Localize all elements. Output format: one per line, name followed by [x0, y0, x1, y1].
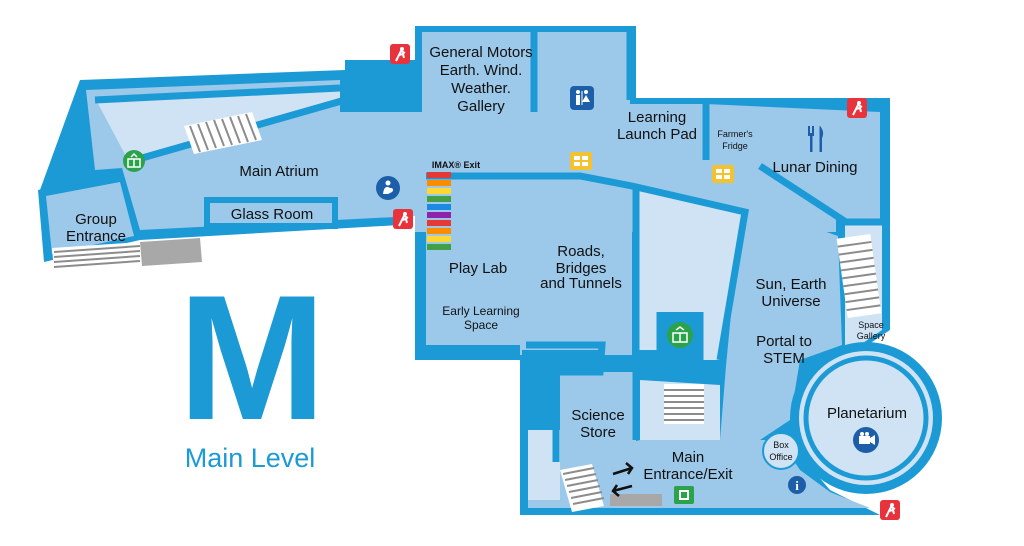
movie-camera-icon: [853, 427, 879, 453]
label-entrance: Entrance: [66, 228, 126, 245]
label-bridges: Bridges: [556, 260, 607, 277]
label-gm-line2: Earth. Wind.: [440, 62, 523, 79]
elevator-icon: [667, 322, 693, 348]
label-fridge: Fridge: [722, 141, 748, 151]
label-farmers: Farmer's: [717, 129, 753, 139]
stairs-central: [664, 384, 704, 424]
entrance-exit-arrows-icon: [611, 462, 634, 497]
label-glass-room: Glass Room: [231, 206, 314, 223]
level-name: Main Level: [184, 443, 316, 473]
info-icon: i: [788, 476, 806, 494]
label-gallery-small: Gallery: [857, 331, 886, 341]
stairs-group-entrance: [52, 238, 202, 272]
room-labels: General Motors Earth. Wind. Weather. Gal…: [66, 44, 907, 483]
sun-earth-floor: [720, 206, 842, 440]
restroom-icon: [570, 86, 594, 110]
label-entrance-exit: Entrance/Exit: [643, 466, 733, 483]
elevator-icon: [123, 150, 145, 172]
wifi-hotspot-icon: [570, 152, 592, 170]
roads-floor: [636, 186, 746, 360]
box-office-circle: [762, 432, 800, 470]
label-general-motors: General Motors: [429, 44, 532, 61]
emergency-exit-icon: [390, 44, 410, 64]
lower-left-floor: [528, 430, 560, 505]
upper-corridor-floor: [415, 32, 706, 160]
label-sun-earth: Sun, Earth: [756, 276, 827, 293]
label-planetarium: Planetarium: [827, 405, 907, 422]
interior-walls: [94, 30, 884, 462]
label-store: Store: [580, 424, 616, 441]
label-main-atrium: Main Atrium: [239, 163, 318, 180]
nursing-room-icon: [376, 176, 400, 200]
stairs-main-entrance: [560, 464, 662, 512]
svg-text:i: i: [795, 478, 799, 493]
planetarium-inner-ring: [803, 355, 929, 481]
dining-floor: [706, 104, 880, 222]
group-entrance-floor: [46, 182, 134, 254]
label-tunnels: and Tunnels: [540, 275, 622, 292]
column-wedge: [522, 350, 600, 430]
emergency-exit-icon: [847, 98, 867, 118]
wifi-hotspot-icon: [712, 165, 734, 183]
label-lunar-dining: Lunar Dining: [772, 159, 857, 176]
emergency-exit-icon: [393, 209, 413, 229]
label-early-learning: Early Learning: [442, 304, 519, 318]
label-office: Office: [769, 452, 792, 462]
label-space-small: Space: [858, 320, 884, 330]
science-store-floor: [560, 372, 636, 462]
glass-room-box: [204, 197, 338, 229]
planetarium-floor: [799, 351, 933, 485]
label-universe: Universe: [761, 293, 820, 310]
label-gm-line3: Weather.: [451, 80, 511, 97]
stairs-atrium: [184, 112, 262, 154]
label-play-lab: Play Lab: [449, 260, 507, 277]
fork-knife-icon: [808, 126, 824, 152]
label-launch-pad: Launch Pad: [617, 126, 697, 143]
atm-icon: [674, 486, 694, 504]
imax-ramp: [427, 172, 451, 250]
label-roads: Roads,: [557, 243, 605, 260]
emergency-exit-icon: [880, 500, 900, 520]
label-imax-exit: IMAX® Exit: [432, 160, 480, 170]
level-letter: M: [177, 258, 326, 457]
play-lab-floor: [426, 176, 632, 355]
stairs-space-gallery: [836, 234, 882, 318]
label-space: Space: [464, 318, 498, 332]
label-science: Science: [571, 407, 624, 424]
floor-areas: [46, 32, 882, 508]
label-learning: Learning: [628, 109, 686, 126]
label-main: Main: [672, 449, 705, 466]
gm-gallery-floor: [422, 32, 534, 112]
label-box: Box: [773, 440, 789, 450]
label-gm-line4: Gallery: [457, 98, 505, 115]
label-group: Group: [75, 211, 117, 228]
label-portal-to: Portal to: [756, 333, 812, 350]
label-stem: STEM: [763, 350, 805, 367]
